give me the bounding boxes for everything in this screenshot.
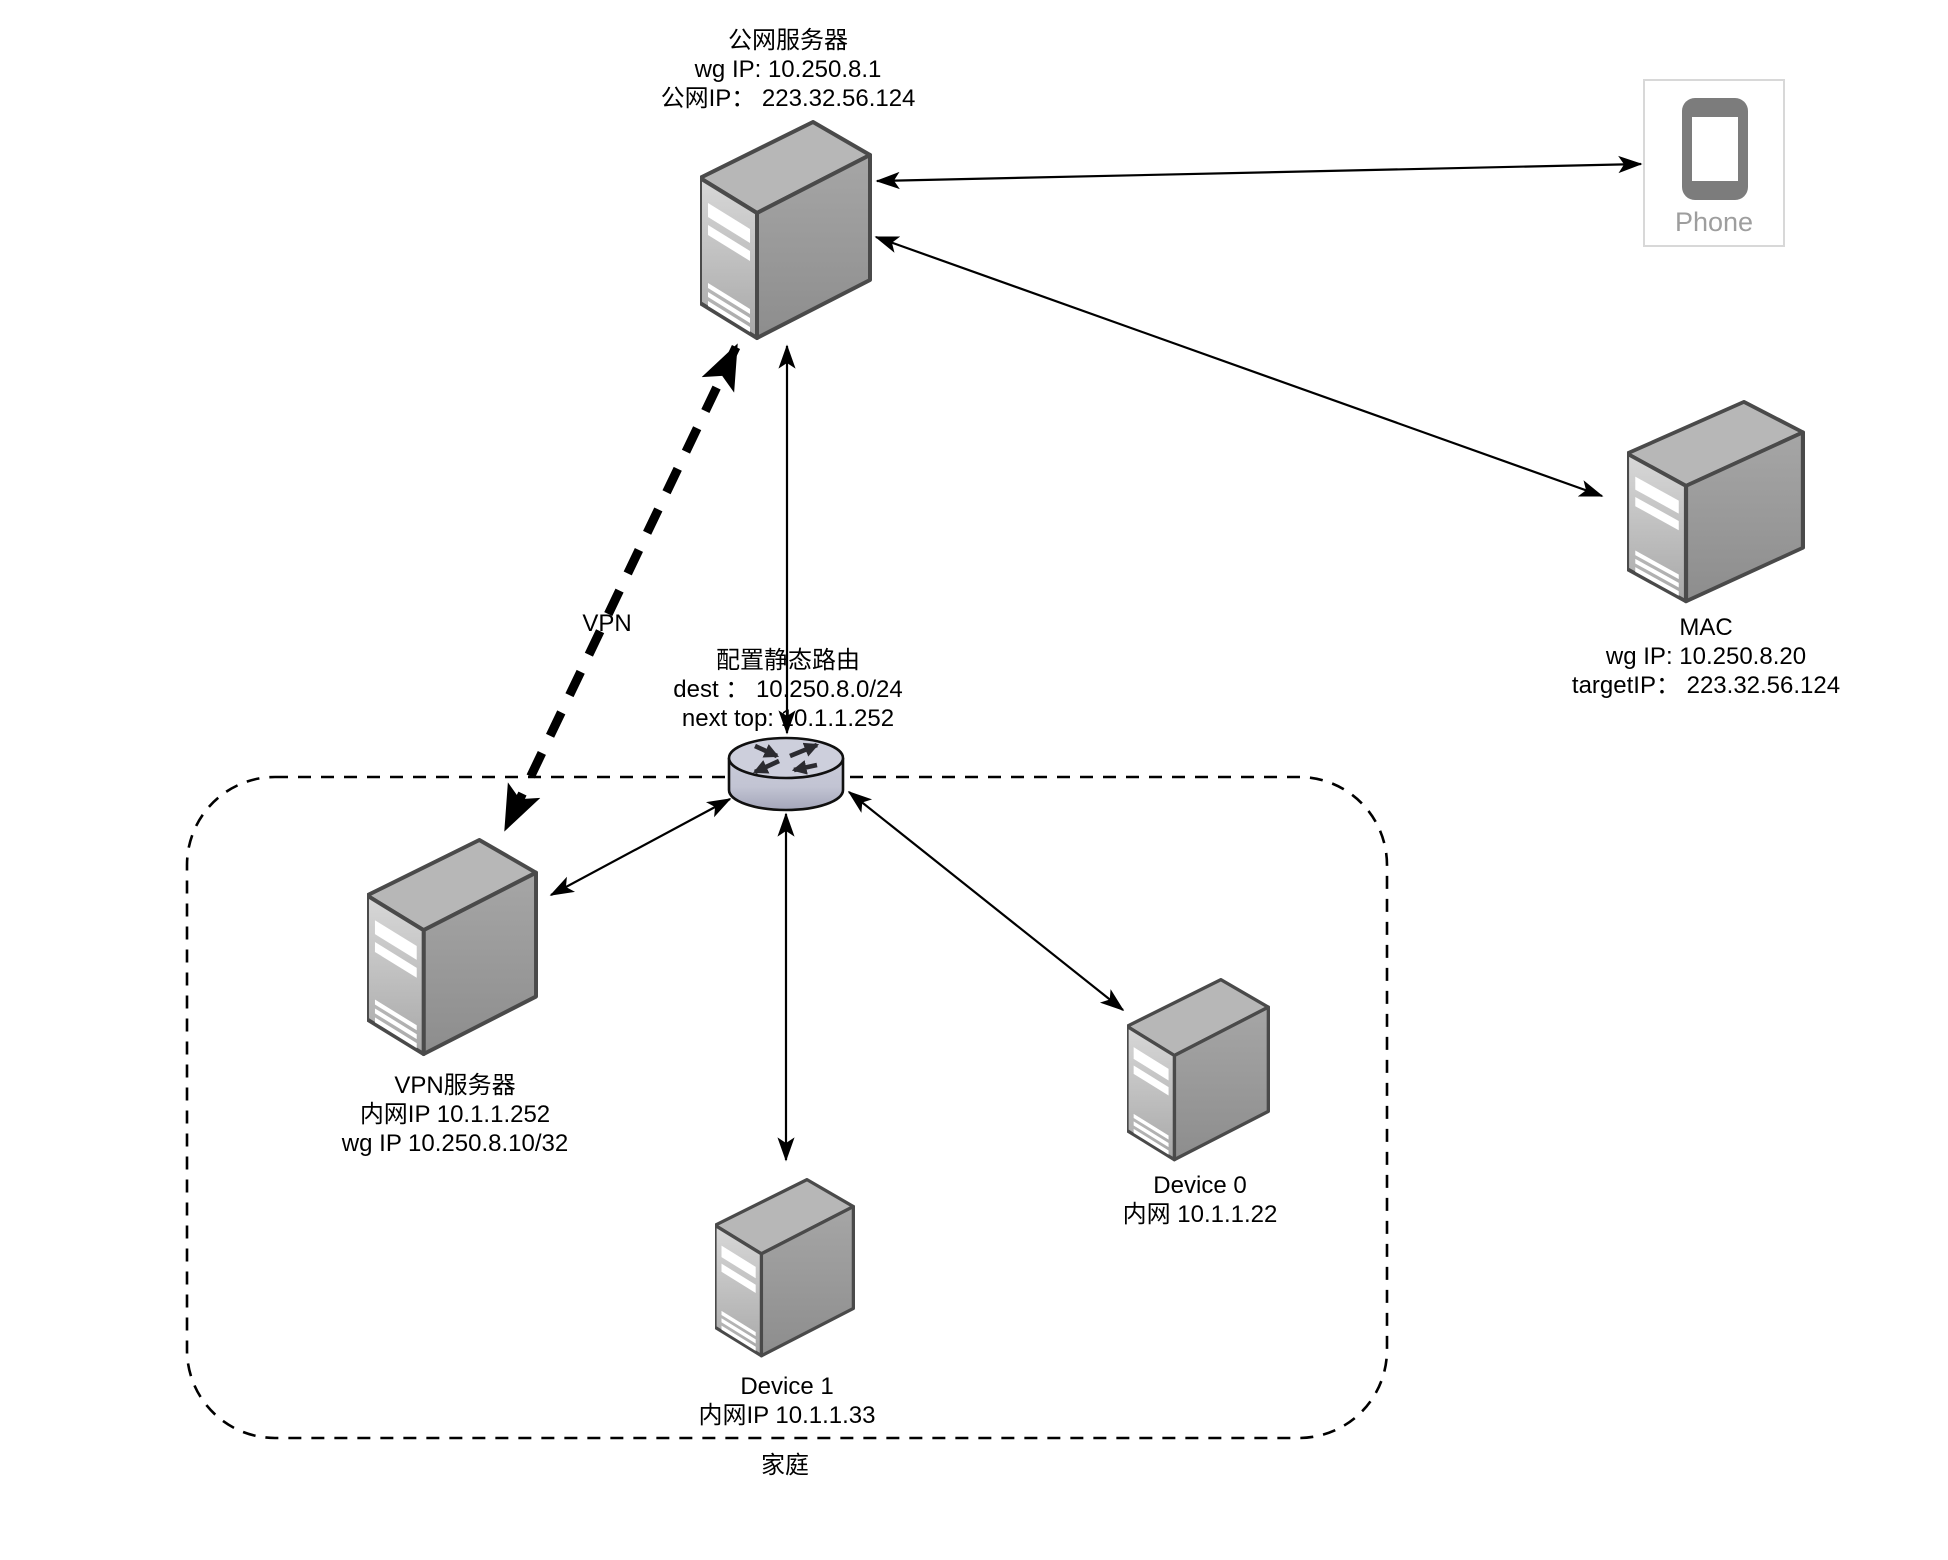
smartphone-icon [1682,98,1748,200]
label-line: next top: 10.1.1.252 [681,705,895,732]
public-server-label: 公网服务器 wg IP: 10.250.8.1 公网IP： 223.32.56.… [661,26,916,113]
public-server-icon [700,120,872,340]
link-server-mac [874,235,1604,498]
label-line: MAC [1679,614,1733,641]
label-line: 配置静态路由 [716,647,860,674]
label-line: wg IP: 10.250.8.20 [1605,643,1807,670]
label-line: 公网IP： 223.32.56.124 [660,85,916,112]
label-line: Device 0 [1153,1172,1247,1199]
label-line: Device 1 [740,1373,834,1400]
label-line: dest ： 10.250.8.0/24 [673,676,903,703]
vpn-tunnel-label: VPN [582,610,632,637]
link-server-phone [875,155,1643,190]
label-line: VPN服务器 [394,1072,516,1099]
router-icon [729,738,843,810]
vpn-server-label: VPN服务器 内网IP 10.1.1.252 wg IP 10.250.8.10… [342,1071,568,1158]
label-line: wg IP: 10.250.8.1 [694,56,882,83]
vpn-tunnel-arrow [501,343,741,832]
home-zone-label: 家庭 [761,1451,809,1480]
vpn-server-icon [367,838,538,1057]
label-line: 内网IP 10.1.1.33 [698,1402,876,1429]
device0-label: Device 0 内网 10.1.1.22 [1123,1171,1278,1229]
label-line: 内网IP 10.1.1.252 [359,1101,551,1128]
label-line: 公网服务器 [727,27,848,54]
mac-label: MAC wg IP: 10.250.8.20 targetIP： 223.32.… [1572,613,1840,700]
mac-server-icon [1627,402,1803,601]
label-line: targetIP： 223.32.56.124 [1571,672,1841,699]
label-line: 内网 10.1.1.22 [1122,1201,1278,1228]
phone-label: Phone [1674,207,1754,237]
device1-server-icon [715,1178,855,1358]
device0-server-icon [1127,978,1270,1162]
link-router-device0 [847,791,1125,1011]
link-router-vpn-server [549,798,732,896]
router-label: 配置静态路由 dest ： 10.250.8.0/24 next top: 10… [673,646,903,733]
label-line: wg IP 10.250.8.10/32 [341,1130,569,1157]
phone-node: Phone [1643,79,1785,247]
label-line: 家庭 [761,1452,809,1479]
device1-label: Device 1 内网IP 10.1.1.33 [699,1372,876,1430]
